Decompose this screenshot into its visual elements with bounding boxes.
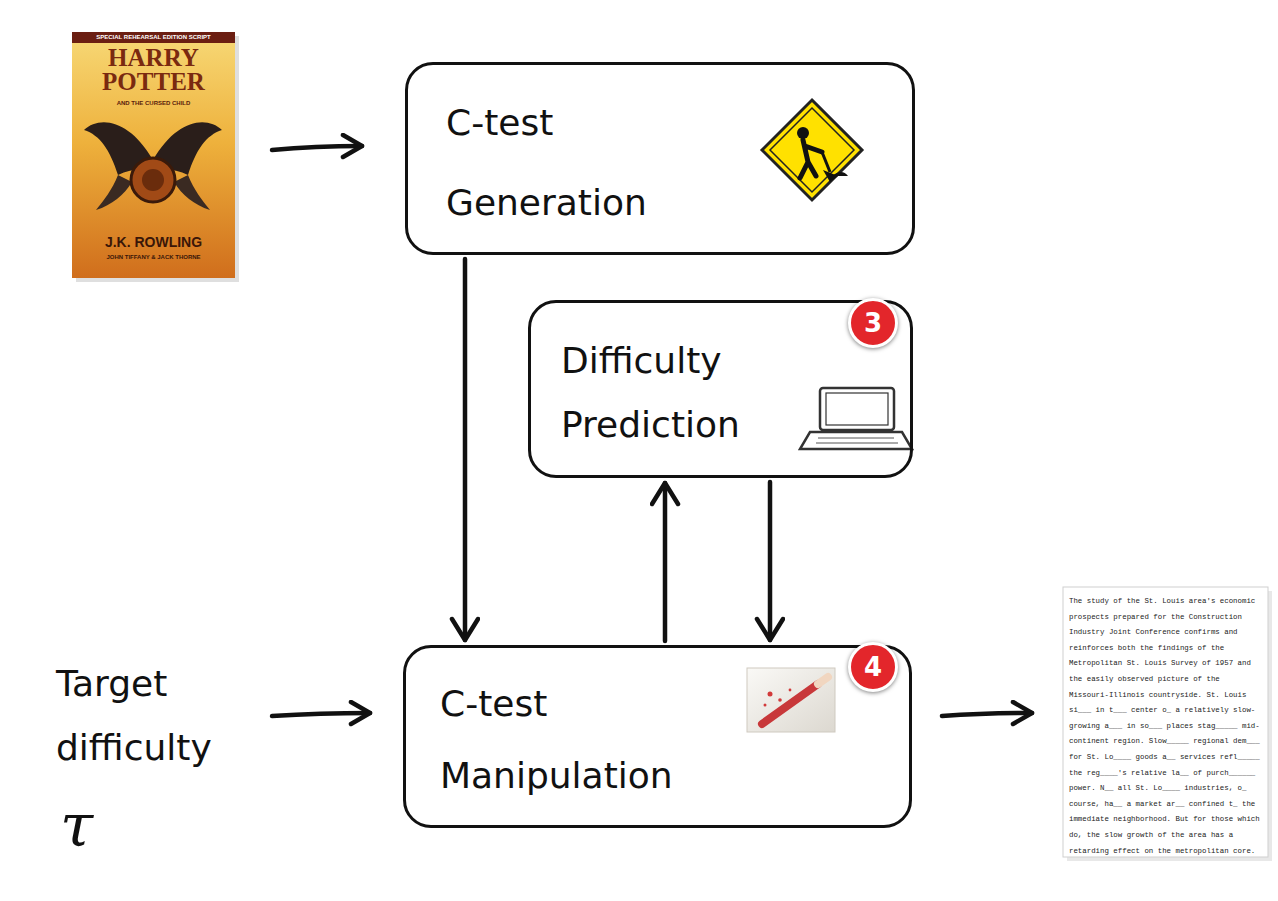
symbol-label: τ: [60, 790, 140, 860]
output-arrow: [942, 713, 1032, 716]
callout-number: 3: [848, 298, 898, 348]
book-credits: JOHN TIFFANY & JACK THORNE: [72, 254, 235, 260]
eraser-picture: [768, 692, 773, 697]
laptop-icon: [826, 393, 888, 425]
flow-arrow: [463, 259, 468, 640]
input-arrow: [272, 713, 370, 716]
process-box: C-test Generation: [405, 62, 915, 255]
laptop-icon: [816, 438, 898, 443]
process-box: C-test Manipulation: [403, 645, 912, 828]
ctest-sheet: [1063, 587, 1272, 861]
book-cover: [96, 175, 132, 210]
laptop-icon: [820, 388, 894, 430]
eraser-picture: [747, 668, 835, 732]
book-banner: SPECIAL REHEARSAL EDITION SCRIPT: [72, 33, 235, 42]
book-cover: [72, 32, 235, 278]
eraser-picture: [778, 698, 782, 702]
eraser-picture: [747, 668, 835, 732]
book-cover: [72, 32, 239, 282]
book-cover: [142, 169, 164, 191]
eraser-picture: [789, 689, 792, 692]
laptop-icon: [800, 432, 912, 449]
callout-number: 4: [848, 642, 898, 692]
laptop-icon: [800, 388, 912, 449]
eraser-picture: [818, 677, 828, 684]
construction-sign: [800, 140, 822, 178]
input-label: Target difficulty: [56, 652, 266, 780]
book-cover: [174, 175, 210, 210]
flow-arrow: [663, 483, 668, 641]
construction-sign: [832, 172, 848, 176]
flow-arrow: [768, 482, 773, 640]
construction-sign: [762, 100, 862, 200]
construction-sign: [762, 100, 862, 200]
eraser-picture: [762, 684, 818, 724]
construction-sign: [770, 108, 854, 192]
construction-sign: [797, 127, 809, 139]
ctest-sample-text: The study of the St. Louis area's econom…: [1069, 594, 1263, 859]
box-title: C-test Manipulation: [440, 668, 740, 812]
book-cover: [131, 158, 175, 202]
book-cover: [72, 32, 235, 43]
box-title: C-test Generation: [446, 83, 746, 243]
book-title: HARRY POTTER: [78, 46, 229, 94]
book-subtitle: AND THE CURSED CHILD: [72, 100, 235, 106]
book-author: J.K. ROWLING: [72, 234, 235, 250]
eraser-picture: [764, 704, 767, 707]
construction-sign: [822, 152, 830, 172]
box-title: Difficulty Prediction: [561, 329, 811, 457]
input-arrow: [272, 146, 362, 150]
